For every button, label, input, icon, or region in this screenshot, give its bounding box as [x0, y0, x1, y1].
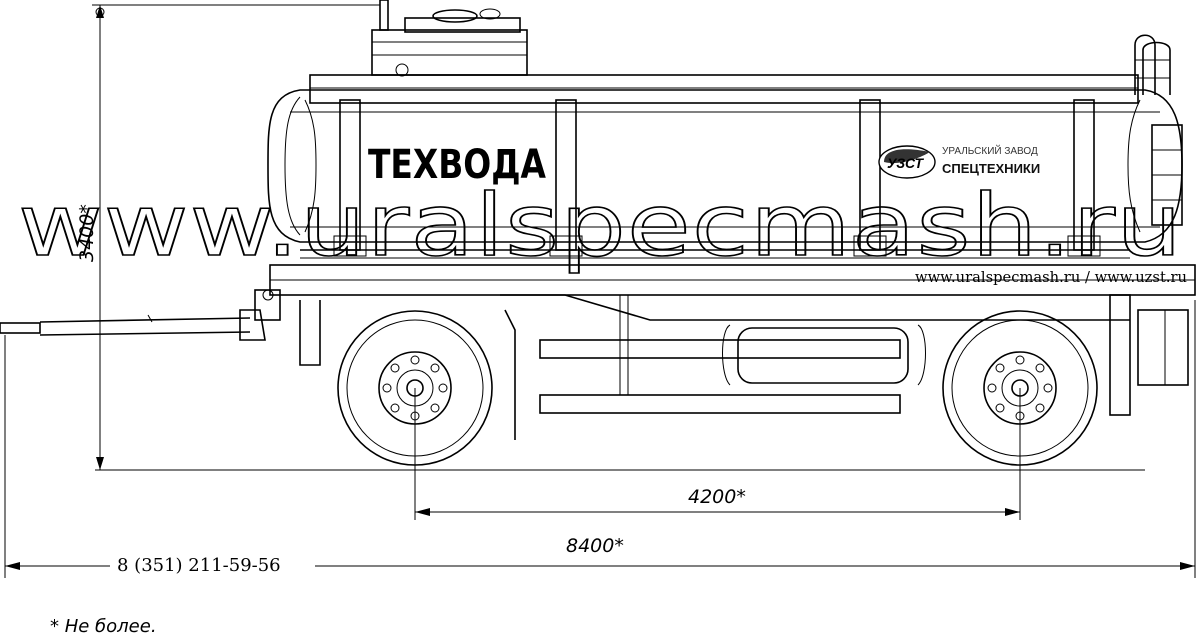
- chassis-frame: [254, 249, 1196, 440]
- length-dimension-label: 8400*: [566, 535, 624, 557]
- logo-line-1: УРАЛЬСКИЙ ЗАВОД: [942, 144, 1038, 157]
- height-dimension-label: 3400*: [76, 204, 98, 262]
- height-dimension: 3400*: [76, 4, 380, 470]
- watermark: www.uralspecmash.ru: [18, 176, 1183, 276]
- wheelbase-dimension: 4200*: [414, 388, 1021, 520]
- tank-label: ТЕХВОДА: [368, 142, 546, 188]
- logo-mark: УЗСТ: [887, 155, 925, 171]
- wheelbase-dimension-label: 4200*: [688, 486, 746, 508]
- rear-wheel: [942, 310, 1098, 466]
- manhole-hatch: [95, 0, 528, 77]
- ladder: [1134, 34, 1183, 226]
- phone-number: 8 (351) 211-59-56: [117, 555, 281, 576]
- drawbar: [0, 309, 266, 341]
- logo-line-2: СПЕЦТЕХНИКИ: [942, 161, 1040, 176]
- footnote: * Не более.: [50, 616, 157, 637]
- length-dimension: 8400* 8 (351) 211-59-56: [4, 300, 1196, 578]
- website-text: www.uralspecmash.ru / www.uzst.ru: [915, 268, 1187, 286]
- company-logo: УЗСТ УРАЛЬСКИЙ ЗАВОД СПЕЦТЕХНИКИ: [878, 144, 1040, 179]
